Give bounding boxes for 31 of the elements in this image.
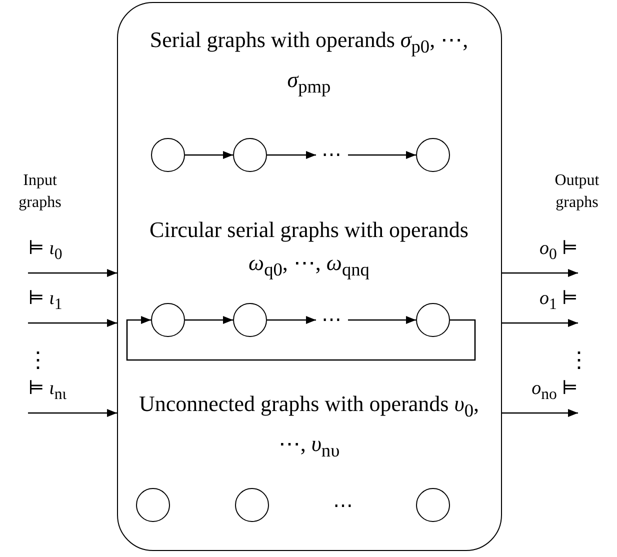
vertex-circle bbox=[150, 138, 184, 172]
vertex-circle bbox=[136, 488, 170, 522]
vertex-circle bbox=[232, 302, 266, 336]
arrow bbox=[185, 316, 233, 324]
arrow bbox=[267, 316, 316, 324]
side-label: Input graphs bbox=[18, 171, 62, 213]
vertex-circle bbox=[416, 302, 450, 336]
ellipsis: ⋯ bbox=[316, 306, 348, 334]
vertical-ellipsis: ⋮ bbox=[27, 346, 47, 374]
arrow bbox=[185, 151, 233, 159]
rounded-container bbox=[117, 2, 502, 551]
arrow bbox=[348, 151, 416, 159]
ellipsis: ⋯ bbox=[316, 140, 348, 168]
vertex-circle bbox=[232, 138, 266, 172]
arrow bbox=[502, 319, 578, 327]
ellipsis: ⋯ bbox=[332, 494, 354, 519]
vertex-circle bbox=[150, 302, 184, 336]
arrow bbox=[502, 269, 578, 277]
arrow bbox=[28, 409, 117, 417]
arrow bbox=[28, 319, 117, 327]
arrow bbox=[28, 269, 117, 277]
group-heading: Unconnected graphs with operands υ$_{0}$, ⋯, υ$_{nυ}$ bbox=[138, 390, 480, 463]
arrow bbox=[267, 151, 316, 159]
arrow bbox=[502, 409, 578, 417]
arrow bbox=[348, 316, 416, 324]
arrow bbox=[126, 316, 476, 361]
side-label: Output graphs bbox=[554, 171, 600, 213]
vertex-circle bbox=[416, 488, 450, 522]
vertical-ellipsis: ⋮ bbox=[568, 346, 588, 374]
vertex-circle bbox=[416, 138, 450, 172]
vertex-circle bbox=[234, 488, 268, 522]
